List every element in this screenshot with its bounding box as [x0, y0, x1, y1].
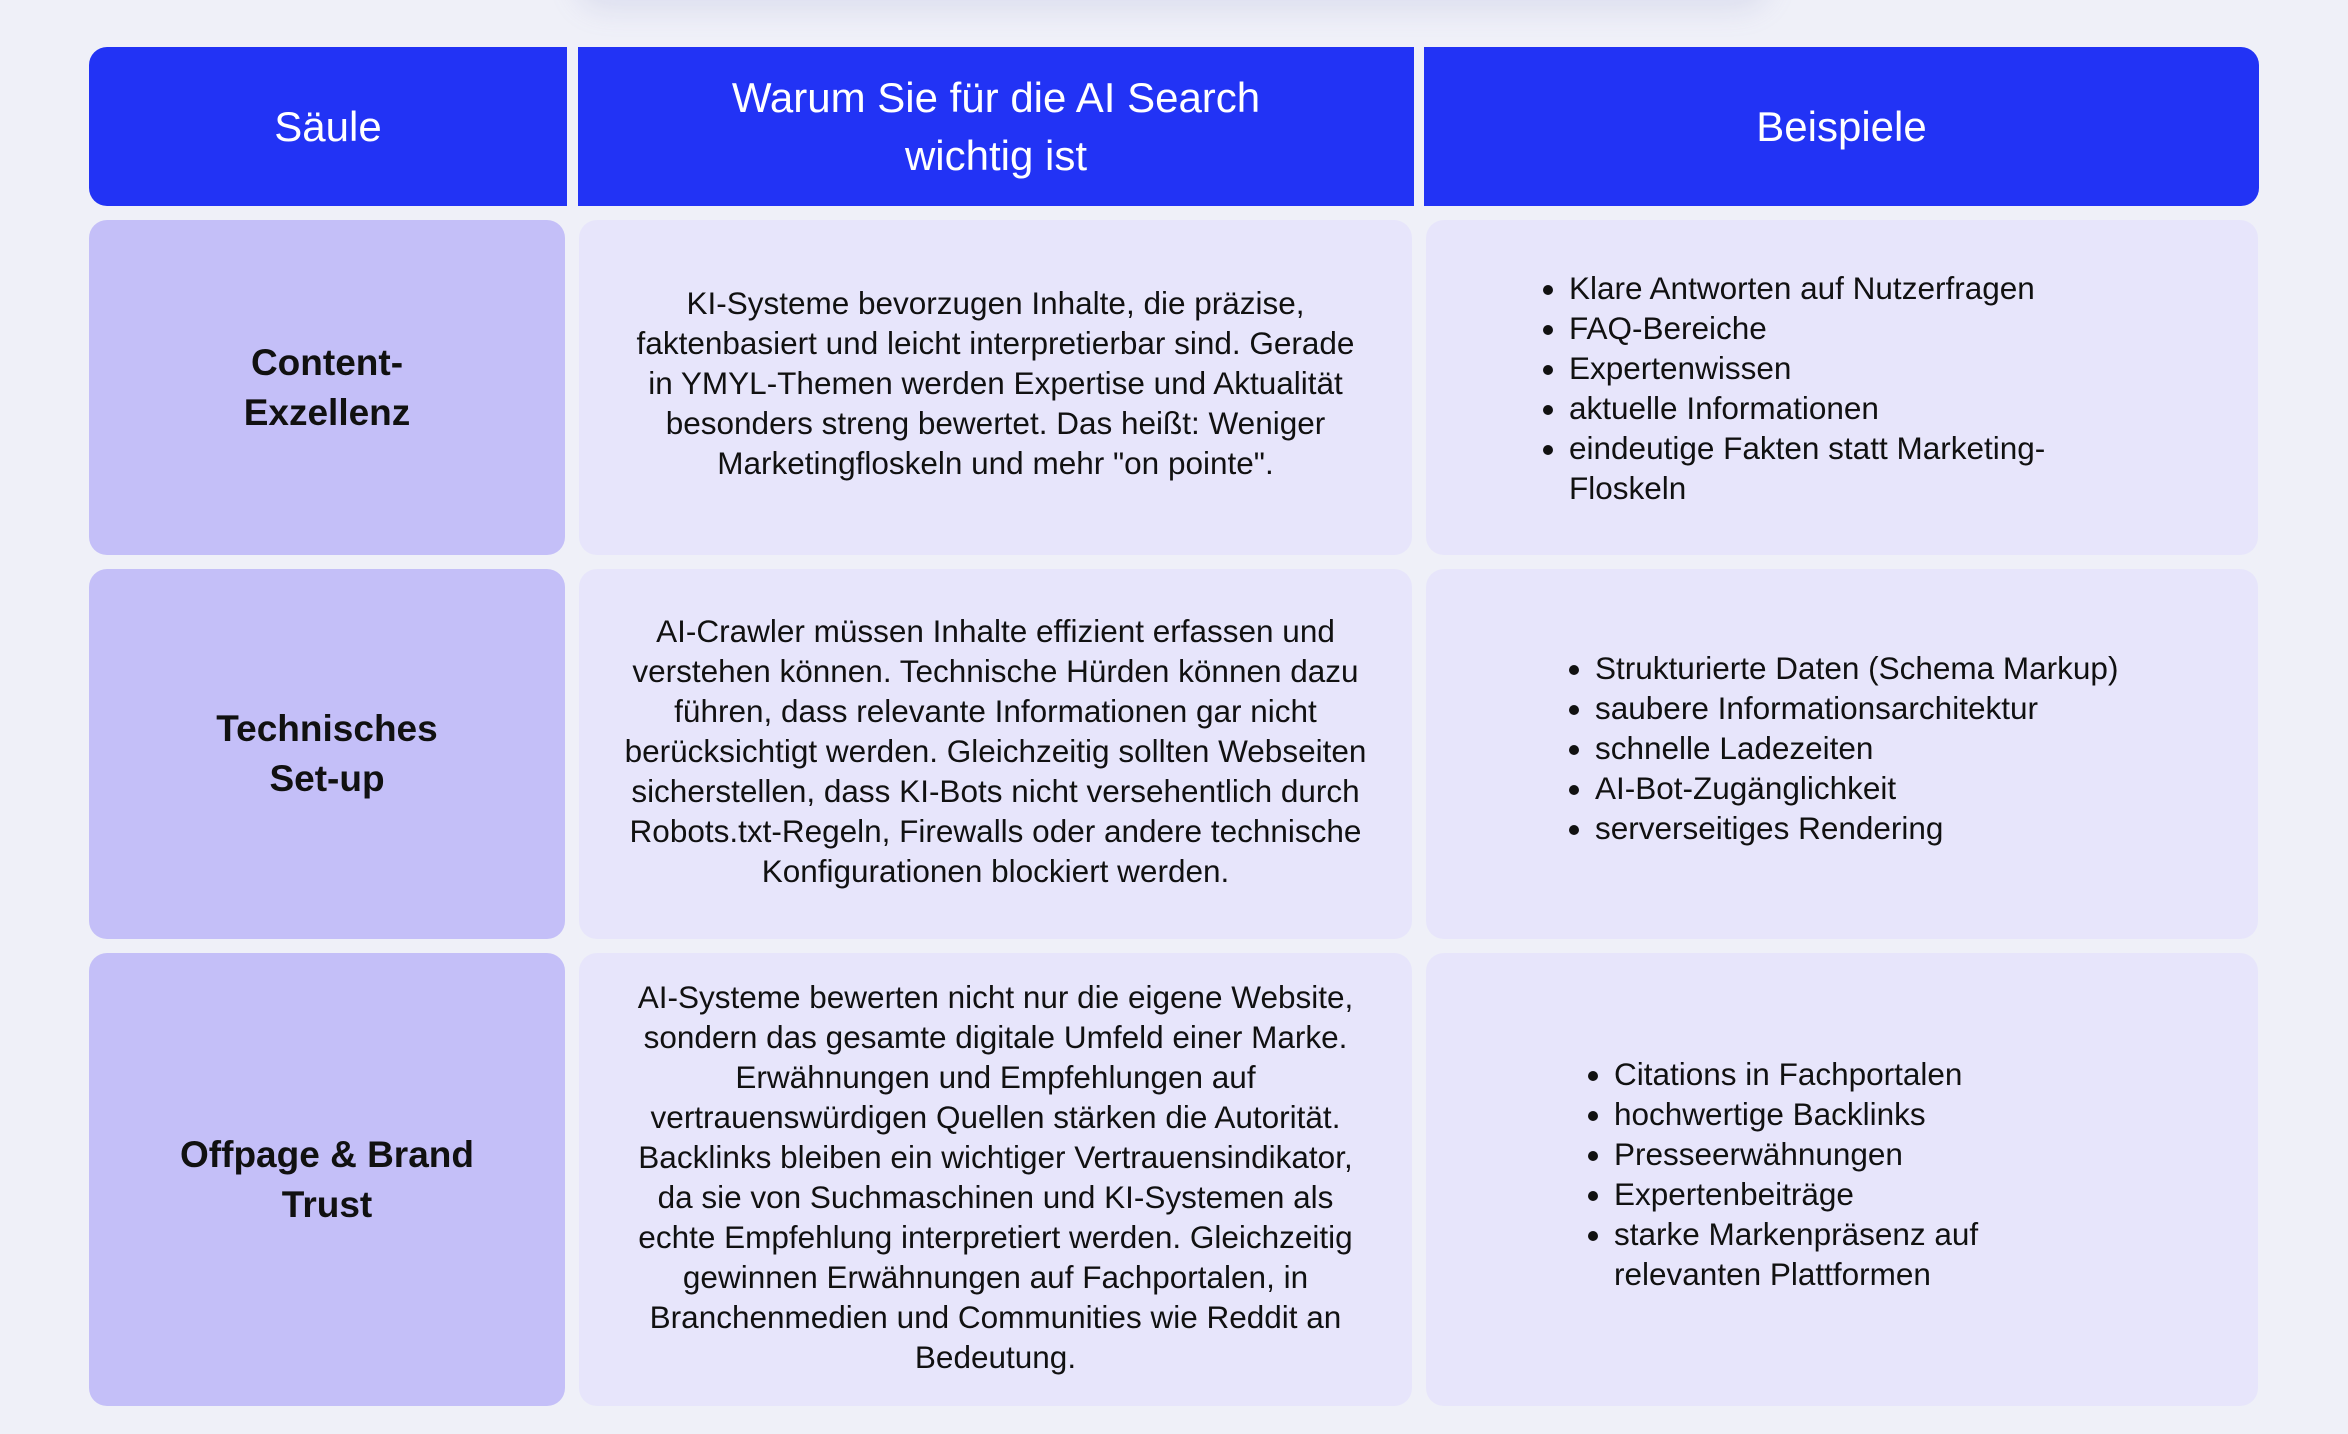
list-item: AI-Bot-Zugänglichkeit	[1595, 768, 2118, 808]
header-examples-label: Beispiele	[1756, 102, 1927, 150]
header-examples: Beispiele	[1424, 47, 2259, 206]
pillar-content-excellence: Content- Exzellenz	[89, 220, 565, 555]
description-offpage-brand-trust: AI-Systeme bewerten nicht nur die eigene…	[579, 953, 1412, 1406]
description-line: Konfigurationen blockiert werden.	[761, 853, 1230, 889]
pillar-label: Content- Exzellenz	[244, 338, 411, 438]
list-item: Citations in Fachportalen	[1614, 1054, 2058, 1094]
description-line: Erwähnungen und Empfehlungen auf	[735, 1058, 1256, 1095]
description-line: AI-Crawler müssen Inhalte effizient erfa…	[656, 613, 1335, 649]
list-item: Strukturierte Daten (Schema Markup)	[1595, 648, 2118, 688]
examples-list: Strukturierte Daten (Schema Markup) saub…	[1555, 648, 2118, 848]
examples-list: Klare Antworten auf Nutzerfragen FAQ-Ber…	[1529, 268, 2108, 508]
description-line: Robots.txt-Regeln, Firewalls oder andere…	[629, 813, 1362, 849]
description-line: faktenbasiert und leicht interpretierbar…	[636, 324, 1355, 361]
list-item: starke Markenpräsenz auf relevanten Plat…	[1614, 1214, 2058, 1294]
description-line: Bedeutung.	[914, 1338, 1077, 1375]
description-line: echte Empfehlung interpretiert werden. G…	[638, 1218, 1353, 1255]
list-item: Klare Antworten auf Nutzerfragen	[1569, 268, 2108, 308]
header-why-label: Warum Sie für die AI Search wichtig ist	[732, 69, 1260, 185]
description-text: AI-Systeme bewerten nicht nur die eigene…	[638, 977, 1354, 1377]
description-line: gewinnen Erwähnungen auf Fachportalen, i…	[682, 1258, 1309, 1295]
list-item: hochwertige Backlinks	[1614, 1094, 2058, 1134]
description-text: KI-Systeme bevorzugen Inhalte, die präzi…	[637, 283, 1355, 483]
pillar-technical-setup: Technisches Set-up	[89, 569, 565, 939]
pillar-label-line: Technisches	[216, 708, 438, 749]
description-line: besonders streng bewertet. Das heißt: We…	[665, 404, 1326, 441]
header-why-line: wichtig ist	[904, 131, 1088, 179]
pillar-offpage-brand-trust: Offpage & Brand Trust	[89, 953, 565, 1406]
description-line: Marketingfloskeln und mehr "on pointe".	[717, 444, 1274, 481]
list-item: schnelle Ladezeiten	[1595, 728, 2118, 768]
description-line: verstehen können. Technische Hürden könn…	[632, 653, 1359, 689]
pillar-label-line: Exzellenz	[243, 391, 411, 433]
header-pillar: Säule	[89, 47, 567, 206]
description-line: vertrauenswürdigen Quellen stärken die A…	[650, 1098, 1341, 1135]
description-line: Branchenmedien und Communities wie Reddi…	[649, 1298, 1342, 1335]
description-line: sondern das gesamte digitale Umfeld eine…	[643, 1018, 1348, 1055]
description-text: AI-Crawler müssen Inhalte effizient erfa…	[625, 611, 1367, 891]
list-item: serverseitiges Rendering	[1595, 808, 2118, 848]
pillar-label: Offpage & Brand Trust	[180, 1130, 474, 1230]
examples-content-excellence: Klare Antworten auf Nutzerfragen FAQ-Ber…	[1426, 220, 2258, 555]
list-item: Expertenwissen	[1569, 348, 2108, 388]
description-technical-setup: AI-Crawler müssen Inhalte effizient erfa…	[579, 569, 1412, 939]
description-line: AI-Systeme bewerten nicht nur die eigene…	[637, 978, 1354, 1015]
pillar-label-line: Set-up	[269, 758, 385, 799]
description-line: Backlinks bleiben ein wichtiger Vertraue…	[638, 1138, 1353, 1175]
list-item: Expertenbeiträge	[1614, 1174, 2058, 1214]
pillar-label-line: Offpage & Brand	[180, 1133, 474, 1175]
description-content-excellence: KI-Systeme bevorzugen Inhalte, die präzi…	[579, 220, 1412, 555]
pillar-label: Technisches Set-up	[216, 704, 437, 804]
description-line: KI-Systeme bevorzugen Inhalte, die präzi…	[686, 284, 1305, 321]
list-item: saubere Informationsarchitektur	[1595, 688, 2118, 728]
header-pillar-label: Säule	[274, 102, 382, 150]
list-item: aktuelle Informationen	[1569, 388, 2108, 428]
list-item: eindeutige Fakten statt Marketing-Floske…	[1569, 428, 2108, 508]
examples-technical-setup: Strukturierte Daten (Schema Markup) saub…	[1426, 569, 2258, 939]
description-line: berücksichtigt werden. Gleichzeitig soll…	[624, 733, 1367, 769]
description-line: da sie von Suchmaschinen und KI-Systemen…	[657, 1178, 1334, 1215]
list-item: Presseerwähnungen	[1614, 1134, 2058, 1174]
description-line: sicherstellen, dass KI-Bots nicht verseh…	[631, 773, 1360, 809]
examples-offpage-brand-trust: Citations in Fachportalen hochwertige Ba…	[1426, 953, 2258, 1406]
header-why-line: Warum Sie für die AI Search	[731, 73, 1261, 121]
examples-list: Citations in Fachportalen hochwertige Ba…	[1574, 1054, 2058, 1294]
header-why: Warum Sie für die AI Search wichtig ist	[578, 47, 1414, 206]
list-item: FAQ-Bereiche	[1569, 308, 2108, 348]
description-line: führen, dass relevante Informationen gar…	[674, 693, 1317, 729]
pillar-label-line: Trust	[281, 1183, 373, 1225]
pillar-label-line: Content-	[250, 341, 404, 383]
description-line: in YMYL-Themen werden Expertise und Aktu…	[648, 364, 1343, 401]
